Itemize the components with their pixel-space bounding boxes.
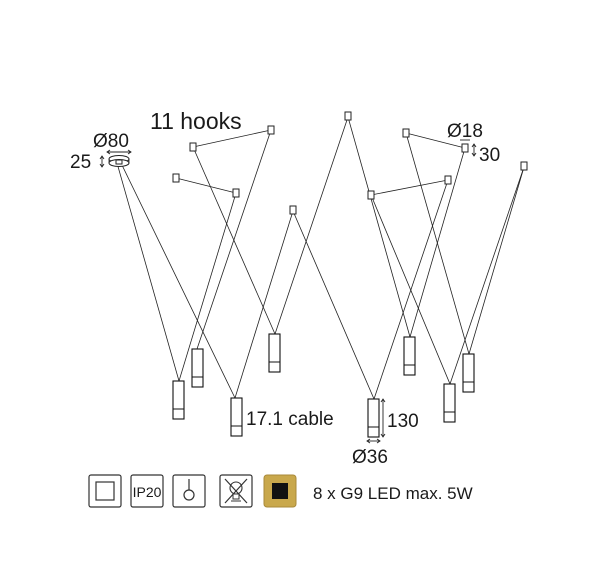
cable [370, 179, 449, 196]
ip-rating-icon: IP20 [130, 474, 164, 508]
cable [192, 129, 272, 148]
ceiling-hook [189, 142, 197, 152]
dimension-marks [99, 139, 477, 444]
cable [234, 210, 294, 399]
cables [116, 116, 525, 400]
ceiling-hook [172, 173, 180, 183]
no-bulb-included-icon [219, 474, 253, 508]
cable [175, 177, 237, 194]
cable [178, 192, 237, 382]
cable [405, 132, 466, 149]
lamp-rating-text: 8 x G9 LED max. 5W [313, 484, 473, 503]
cable [449, 166, 525, 385]
canopy [108, 155, 130, 167]
lamp-tube [443, 383, 456, 423]
ceiling-hook [267, 125, 275, 135]
ceiling-hook [444, 175, 452, 185]
cable [373, 179, 449, 400]
canopy-height-label: 25 [70, 152, 91, 173]
pendant-mount-icon [172, 474, 206, 508]
ceiling-hook [289, 205, 297, 215]
cable [409, 147, 466, 338]
ceiling-hook [461, 143, 469, 153]
cable [120, 162, 236, 399]
cable [370, 194, 451, 385]
class-ii-insulation-icon [88, 474, 122, 508]
lamp-tube [230, 397, 243, 437]
lamp-tube [172, 380, 185, 420]
ceiling-hook [520, 161, 528, 171]
lamp-tube [462, 353, 475, 393]
ceiling-hook [344, 111, 352, 121]
hook-height-label: 30 [479, 145, 500, 166]
cable [196, 129, 272, 350]
hook-diameter-label: Ø18 [447, 121, 483, 142]
black-finish-swatch-icon [263, 474, 297, 508]
ip-rating-text: IP20 [133, 484, 162, 500]
ceiling-hooks [172, 111, 528, 215]
lamp-tube [268, 333, 281, 373]
lamp-tube [367, 398, 380, 438]
lamp-tube [403, 336, 416, 376]
lamp-height-label: 130 [387, 411, 419, 432]
lamp-diameter-label: Ø36 [352, 447, 388, 468]
hooks-label: 11 hooks [150, 108, 242, 134]
ceiling-hook [232, 188, 240, 198]
cable [292, 210, 375, 400]
cable [274, 116, 349, 335]
ceiling-hook [402, 128, 410, 138]
cable-length-label: 17.1 cable [246, 409, 334, 430]
cable [347, 116, 411, 338]
cable [468, 166, 525, 355]
lamp-tube [191, 348, 204, 388]
canopy-diameter-label: Ø80 [93, 131, 129, 152]
pendant-lamps [172, 333, 475, 438]
feature-icons: IP20 [88, 474, 297, 508]
cable [116, 162, 180, 382]
ceiling-hook [367, 190, 375, 200]
